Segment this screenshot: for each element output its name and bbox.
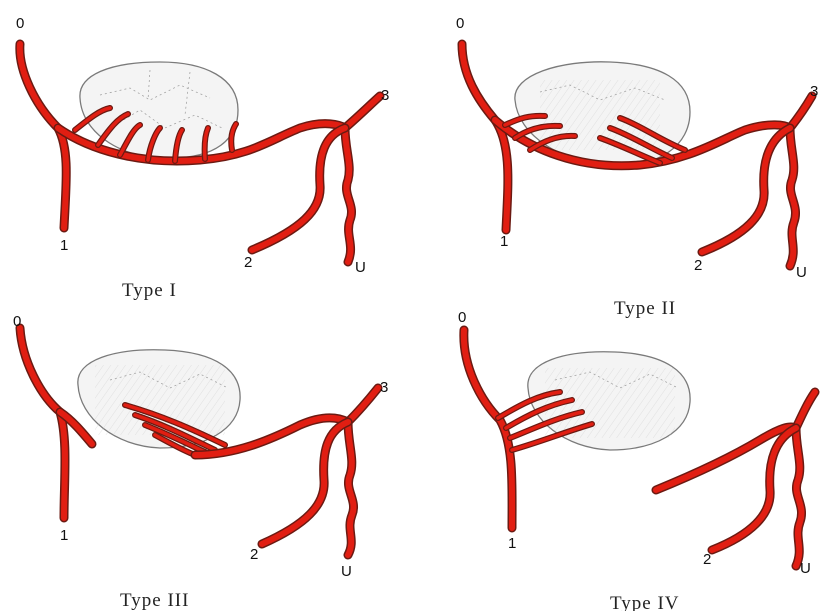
label-1: 1 — [60, 527, 68, 544]
ovarian-artery — [20, 328, 92, 518]
panel-type-3: 0 1 2 3 U Type III — [13, 313, 388, 611]
panel-type-4: 0 1 2 U Type IV — [458, 309, 815, 611]
label-uterus: U — [800, 560, 811, 577]
label-3: 3 — [380, 379, 388, 396]
uterine-artery — [702, 96, 812, 266]
label-uterus: U — [796, 264, 807, 281]
label-3: 3 — [810, 83, 818, 100]
label-uterus: U — [341, 563, 352, 580]
label-3: 3 — [381, 87, 389, 104]
label-1: 1 — [60, 237, 68, 254]
type-label: Type I — [122, 280, 177, 301]
label-2: 2 — [703, 551, 711, 568]
ovarian-artery — [462, 44, 508, 230]
label-1: 1 — [508, 535, 516, 552]
label-ovarian: 0 — [16, 15, 24, 32]
label-2: 2 — [250, 546, 258, 563]
panel-type-1: 0 1 2 3 U Type I — [16, 15, 389, 301]
type-label: Type II — [614, 298, 676, 319]
label-ovarian: 0 — [13, 313, 21, 330]
panel-type-2: 0 1 2 3 U Type II — [456, 15, 818, 319]
ovarian-artery — [20, 44, 66, 228]
uterine-artery — [262, 388, 378, 555]
type-label: Type III — [120, 590, 189, 611]
label-ovarian: 0 — [456, 15, 464, 32]
label-2: 2 — [244, 254, 252, 271]
label-1: 1 — [500, 233, 508, 250]
label-ovarian: 0 — [458, 309, 466, 326]
label-uterus: U — [355, 259, 366, 276]
label-2: 2 — [694, 257, 702, 274]
type-label: Type IV — [610, 593, 680, 611]
